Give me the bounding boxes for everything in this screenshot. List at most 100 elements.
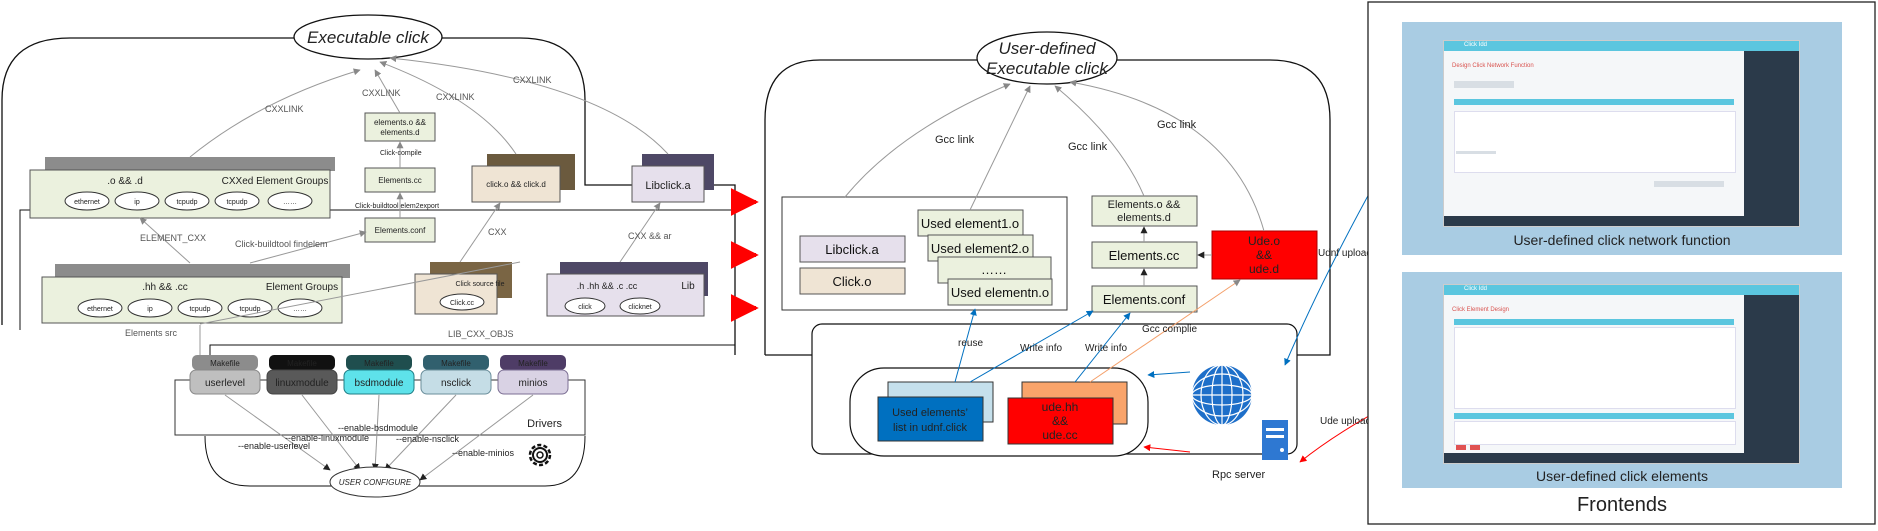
driver-minios: Makefile minios bbox=[497, 355, 569, 395]
user-executable-line2: Executable click bbox=[986, 59, 1109, 78]
elements-od-label: elements.o && bbox=[374, 118, 427, 127]
edge-buildtool-export: Click-buildtool elem2export bbox=[355, 203, 439, 210]
src-item-ellipse bbox=[177, 298, 223, 318]
src-item-ellipse bbox=[127, 298, 173, 318]
shot-line bbox=[1444, 216, 1799, 226]
screenshot-network-function: Click Idd Design Click Network Function bbox=[1443, 40, 1800, 227]
left-edges bbox=[139, 55, 669, 355]
used-list-label: Used elements’ bbox=[892, 407, 968, 419]
elements-conf-box bbox=[364, 217, 436, 243]
cxx-item: tcpudp bbox=[226, 199, 247, 206]
cxx-group-items: ethernet ip tcpudp tcpudp …… bbox=[64, 191, 313, 211]
panel2-caption: User-defined click elements bbox=[1536, 468, 1708, 484]
user-configure-label: USER CONFIGURE bbox=[339, 478, 412, 487]
shot-brand: Click Idd bbox=[1464, 42, 1488, 48]
lib-item-ellipse bbox=[564, 297, 606, 315]
click-o-label: Click.o bbox=[832, 274, 871, 289]
shot-line bbox=[1444, 453, 1799, 463]
gcc-link-3: Gcc link bbox=[1157, 119, 1197, 131]
makefile-tab bbox=[500, 355, 566, 370]
shot-line bbox=[1456, 151, 1496, 154]
edge-cxxlink-2: CXXLINK bbox=[362, 88, 401, 98]
server-icon bbox=[1262, 420, 1288, 460]
shot-title: Click Element Design bbox=[1452, 307, 1510, 313]
elements-od-m-box bbox=[1091, 195, 1198, 227]
elements-od-label-2: elements.d bbox=[380, 128, 419, 137]
shot-line bbox=[1454, 81, 1514, 88]
driver-label: bsdmodule bbox=[355, 378, 404, 389]
edge-click-compile: Click-compile bbox=[380, 150, 422, 157]
src-item: ip bbox=[147, 306, 153, 313]
used-element-label: …… bbox=[981, 262, 1007, 277]
driver-label: minios bbox=[519, 378, 548, 389]
driver-label: linuxmodule bbox=[275, 378, 329, 389]
src-item-ellipse bbox=[277, 298, 323, 318]
cxx-group-shadow bbox=[45, 157, 335, 171]
driver-box bbox=[420, 369, 492, 395]
used-element-box bbox=[947, 278, 1053, 306]
user-executable-ellipse bbox=[976, 31, 1118, 85]
flag-minios: --enable-minios bbox=[452, 448, 515, 458]
shot-line bbox=[1454, 99, 1734, 105]
click-cc-label: Click.cc bbox=[450, 300, 475, 307]
src-item: ethernet bbox=[87, 306, 113, 313]
gcc-link-2: Gcc link bbox=[1068, 141, 1108, 153]
shot-panel bbox=[1454, 421, 1736, 445]
used-element-label: Used elementn.o bbox=[951, 285, 1049, 300]
src-item: …… bbox=[293, 306, 307, 313]
cxx-item: tcpudp bbox=[176, 199, 197, 206]
makefile-tab bbox=[423, 355, 489, 370]
shot-header bbox=[1444, 285, 1799, 295]
driver-bsdmodule: Makefile bsdmodule bbox=[343, 355, 415, 395]
elements-conf-label: Elements.conf bbox=[375, 226, 426, 235]
edge-lib-cxx-objs: LIB_CXX_OBJS bbox=[448, 329, 514, 339]
element-group-items: ethernet ip tcpudp tcpudp …… bbox=[77, 298, 323, 318]
shot-title: Design Click Network Function bbox=[1452, 63, 1534, 69]
ude-od-label-2: && bbox=[1256, 248, 1272, 262]
makefile-tab bbox=[192, 355, 258, 370]
click-source-title: Click source file bbox=[455, 281, 504, 288]
makefile-tab bbox=[346, 355, 412, 370]
shot-line bbox=[1470, 445, 1480, 450]
write-info-2: Write info bbox=[1085, 343, 1127, 354]
cxx-group-title: CXXed Element Groups bbox=[222, 176, 329, 187]
used-list-box bbox=[877, 396, 984, 442]
flag-nsclick: --enable-nsclick bbox=[396, 434, 460, 444]
cxx-group-header: .o && .d bbox=[107, 176, 143, 187]
executable-click-ellipse bbox=[293, 14, 443, 60]
gear-icon bbox=[528, 443, 552, 467]
gcc-link-edges bbox=[844, 79, 1265, 286]
lib-item: clicknet bbox=[628, 304, 651, 311]
libclick-label: Libclick.a bbox=[645, 180, 691, 192]
lib-item-ellipse bbox=[619, 297, 661, 315]
driver-label: userlevel bbox=[205, 378, 245, 389]
shot-line bbox=[1454, 413, 1734, 419]
shot-brand: Click Idd bbox=[1464, 286, 1488, 292]
left-outer-frame bbox=[1, 37, 736, 355]
ude-hh-box bbox=[1007, 397, 1114, 445]
lib-title: Lib bbox=[681, 281, 695, 292]
libclick-m-label: Libclick.a bbox=[825, 242, 879, 257]
used-element-box bbox=[917, 209, 1024, 237]
gcc-complie-label: Gcc complie bbox=[1142, 324, 1197, 335]
element-group-title: Element Groups bbox=[266, 282, 338, 293]
click-od-label: click.o && click.d bbox=[486, 180, 546, 189]
reuse-label: reuse bbox=[958, 338, 983, 349]
panel1-caption: User-defined click network function bbox=[1513, 232, 1730, 248]
user-configure-ellipse bbox=[329, 466, 421, 498]
elements-od-m-label: Elements.o && bbox=[1108, 199, 1181, 211]
shot-line bbox=[1654, 181, 1724, 187]
makefile-label: Makefile bbox=[364, 359, 394, 368]
screenshot-click-elements: Click Idd Click Element Design bbox=[1443, 284, 1800, 464]
elements-od-m-label-2: elements.d bbox=[1117, 212, 1171, 224]
ude-od-label-3: ude.d bbox=[1249, 262, 1279, 276]
makefile-label: Makefile bbox=[210, 359, 240, 368]
elements-cc-label: Elements.cc bbox=[378, 176, 422, 185]
edge-cxxlink-3: CXXLINK bbox=[436, 92, 475, 102]
edge-cxx: CXX bbox=[488, 227, 507, 237]
driver-box bbox=[189, 369, 261, 395]
middle-outer-frame bbox=[764, 59, 1331, 356]
used-list-label-2: list in udnf.click bbox=[893, 422, 967, 434]
drivers-title: Drivers bbox=[527, 418, 562, 430]
elements-cc-m-label: Elements.cc bbox=[1109, 248, 1180, 263]
